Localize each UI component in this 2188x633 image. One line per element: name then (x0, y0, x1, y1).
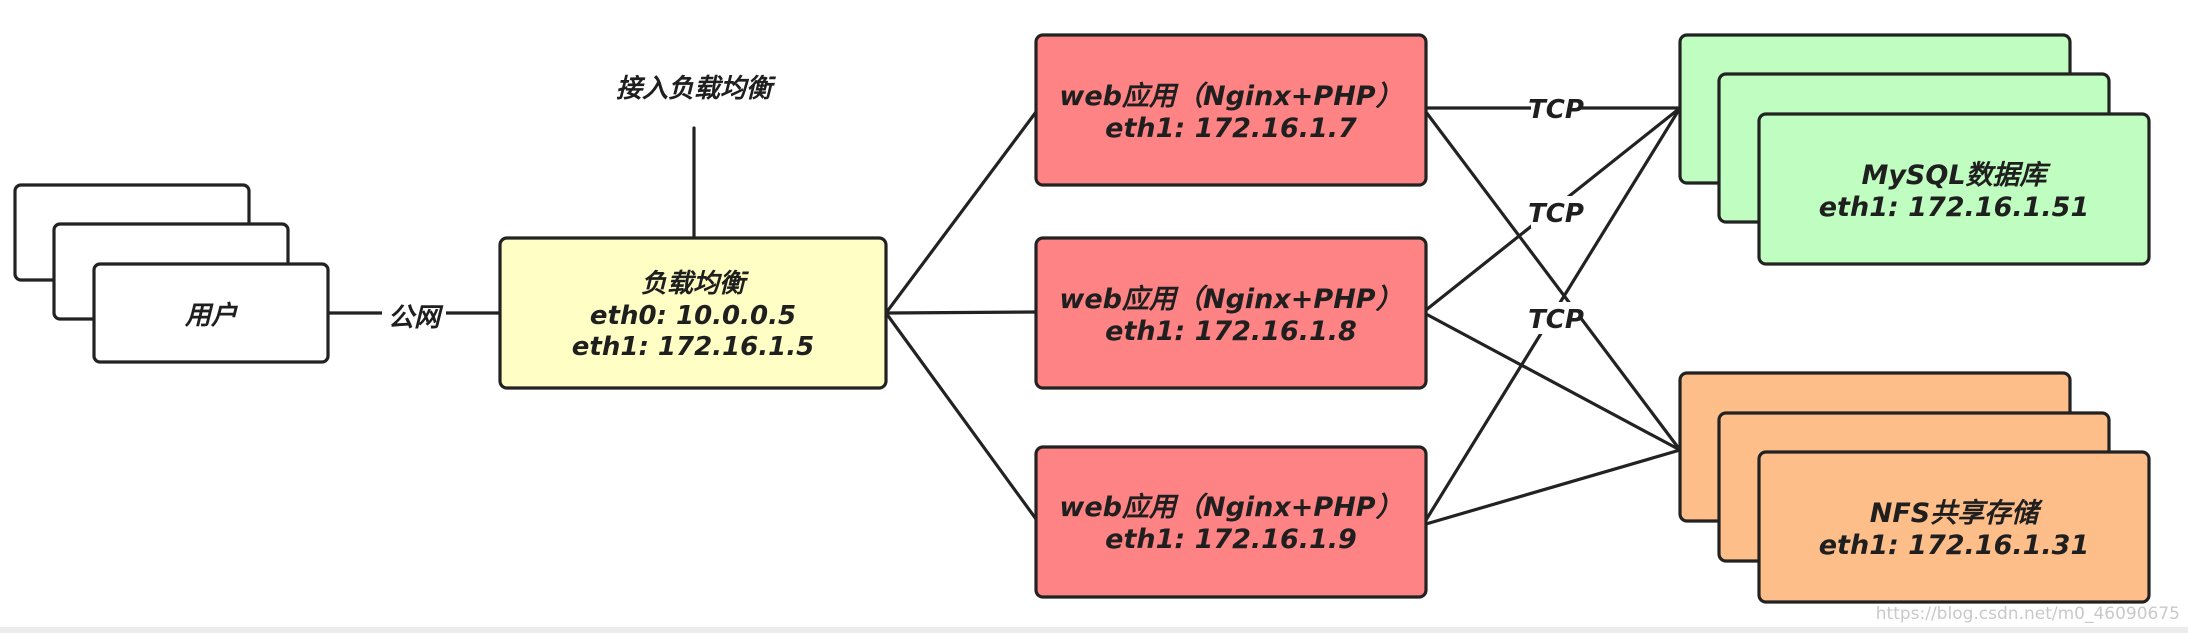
page-bottom-edge (0, 627, 2188, 633)
lb-eth0: eth0: 10.0.0.5 (590, 301, 796, 331)
users-node (13, 183, 330, 364)
users-label: 用户 (184, 301, 239, 331)
web-server-ip: eth1: 172.16.1.8 (1105, 316, 1357, 347)
edge-label-tcp-1: TCP (1528, 92, 1584, 125)
lb-title: 负载均衡 (641, 269, 749, 299)
nfs-ip: eth1: 172.16.1.31 (1819, 530, 2090, 561)
web-server-title: web应用（Nginx+PHP） (1059, 492, 1402, 523)
tcp-label: TCP (1528, 199, 1584, 229)
web-server-ip: eth1: 172.16.1.9 (1105, 524, 1357, 555)
access-lb-label: 接入负载均衡 (616, 74, 776, 104)
load-balancer-node (498, 236, 888, 390)
mysql-ip: eth1: 172.16.1.51 (1819, 192, 2090, 223)
edge-web2-nfs (1424, 312, 1682, 452)
edge-lb-web2 (884, 310, 1038, 315)
edge-label-tcp-3: TCP (1528, 302, 1584, 335)
nfs-card-front (1757, 450, 2151, 604)
web-server-node-1 (1034, 33, 1428, 187)
edge-label-tcp-2: TCP (1528, 196, 1584, 229)
mysql-node (1678, 33, 2151, 266)
edge-web3-nfs (1424, 448, 1682, 526)
edge-lb-web3 (884, 311, 1038, 521)
tcp-label: TCP (1528, 305, 1584, 335)
mysql-title: MySQL数据库 (1861, 160, 2051, 191)
web-server-ip: eth1: 172.16.1.7 (1105, 113, 1357, 144)
users-card-front (92, 262, 330, 364)
mysql-card-front (1757, 112, 2151, 266)
lb-eth1: eth1: 172.16.1.5 (572, 332, 814, 362)
edge-label-internet: 公网 (382, 296, 446, 333)
web-server-node-2 (1034, 236, 1428, 390)
watermark-text: https://blog.csdn.net/m0_46090675 (1876, 604, 2180, 624)
nfs-title: NFS共享存储 (1870, 498, 2043, 529)
web-server-title: web应用（Nginx+PHP） (1059, 284, 1402, 315)
web-server-node-3 (1034, 445, 1428, 599)
tcp-label: TCP (1528, 95, 1584, 125)
internet-label: 公网 (388, 303, 444, 333)
edge-web1-nfs (1424, 110, 1682, 452)
web-server-title: web应用（Nginx+PHP） (1059, 81, 1402, 112)
nfs-node (1678, 371, 2151, 604)
edge-lb-web1 (884, 110, 1038, 315)
edge-label-access: 接入负载均衡 (616, 74, 776, 104)
